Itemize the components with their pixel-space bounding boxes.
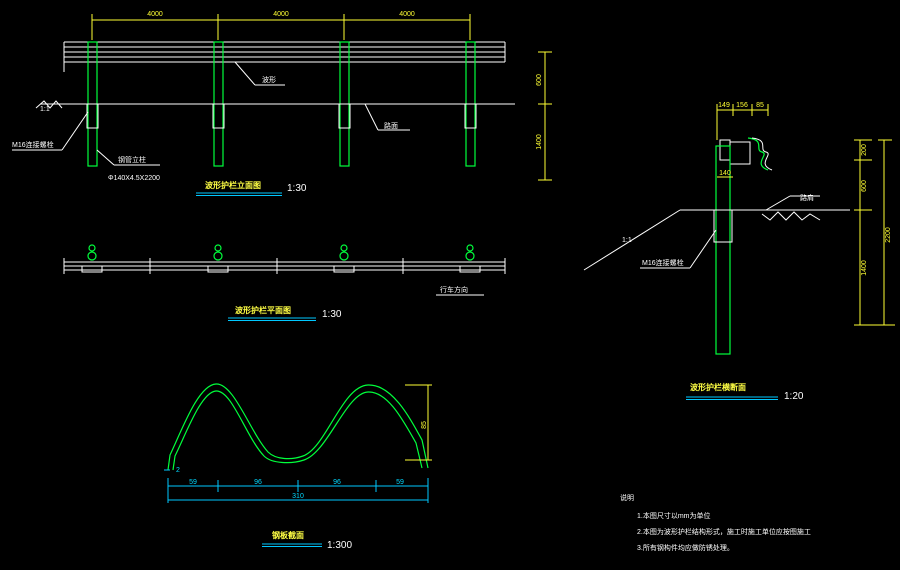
elevation-dim-2: 4000	[273, 11, 289, 18]
section-dim-140: 140	[719, 170, 731, 177]
elevation-view: 4000 4000 4000	[12, 11, 552, 196]
beam-dim-height: 85	[421, 421, 428, 429]
notes-item-3: 3.所有钢构件均应做防锈处理。	[637, 543, 734, 552]
beam-dim-1: 59	[189, 479, 197, 486]
section-ground-hatch	[761, 211, 821, 221]
section-dim-149: 149	[718, 102, 730, 109]
ground-hatch	[35, 100, 63, 109]
section-scale: 1:20	[784, 391, 804, 402]
elevation-slope-label: 1:1	[40, 106, 50, 113]
beam-thickness: 2	[176, 467, 180, 474]
beam-dim-total: 310	[292, 493, 304, 500]
section-dim-total: 2200	[885, 227, 892, 243]
section-bolt-label: M16连接螺栓	[642, 258, 684, 267]
plan-direction-label: 行车方向	[440, 285, 468, 294]
elevation-dim-1400: 1400	[536, 134, 543, 150]
beam-rails	[63, 41, 506, 72]
elevation-dim-1: 4000	[147, 11, 163, 18]
elevation-post-spec: Φ140X4.5X2200	[108, 175, 160, 182]
notes-block: 说明 1.本图尺寸以mm为单位 2.本图为波形护栏结构形式，施工时施工单位应按图…	[620, 493, 811, 552]
elevation-dim-600: 600	[536, 74, 543, 86]
beam-scale: 1:300	[327, 540, 352, 551]
plan-post	[459, 244, 481, 273]
plan-scale: 1:30	[322, 309, 342, 320]
beam-profile-inner	[172, 390, 423, 471]
elevation-bolt-label: M16连接螺栓	[12, 140, 54, 149]
beam-dim-2: 96	[254, 479, 262, 486]
section-dim-600: 600	[861, 180, 868, 192]
section-slope-line	[583, 209, 681, 271]
section-ground-label: 路肩	[800, 193, 814, 202]
elevation-ground-label: 路面	[384, 121, 398, 130]
plan-post	[81, 244, 103, 273]
notes-heading: 说明	[620, 493, 634, 502]
elevation-title: 波形护栏立面图	[205, 180, 261, 190]
notes-item-2: 2.本图为波形护栏结构形式，施工时施工单位应按图施工	[637, 527, 811, 536]
section-concrete-base	[713, 209, 733, 243]
beam-title: 钢板截面	[272, 530, 304, 540]
elevation-dim-3: 4000	[399, 11, 415, 18]
notes-item-1: 1.本图尺寸以mm为单位	[637, 511, 711, 520]
section-title: 波形护栏横断面	[690, 382, 746, 392]
plan-post	[333, 244, 355, 273]
plan-title: 波形护栏平面图	[235, 305, 291, 315]
section-dim-156: 156	[736, 102, 748, 109]
transverse-section-view: 149 156 85 140 1:1 路肩 M16连接螺栓 200 600 14…	[583, 102, 895, 402]
section-dim-1400: 1400	[861, 260, 868, 276]
beam-dim-4: 59	[396, 479, 404, 486]
section-dim-200: 200	[861, 144, 868, 156]
elevation-beam-label: 波形	[262, 75, 276, 84]
section-post	[715, 145, 731, 355]
section-blockout	[719, 137, 773, 171]
plan-view: 行车方向 波形护栏平面图 1:30	[63, 244, 506, 321]
beam-profile-outer	[167, 383, 429, 471]
elevation-scale: 1:30	[287, 183, 307, 194]
section-slope-label: 1:1	[622, 237, 632, 244]
plan-post	[207, 244, 229, 273]
section-dim-85: 85	[756, 102, 764, 109]
elevation-post-label: 钢管立柱	[118, 155, 146, 164]
beam-section-view: 2 85 59 96 96 59 310 钢板截面 1:300	[164, 383, 432, 551]
beam-dim-3: 96	[333, 479, 341, 486]
